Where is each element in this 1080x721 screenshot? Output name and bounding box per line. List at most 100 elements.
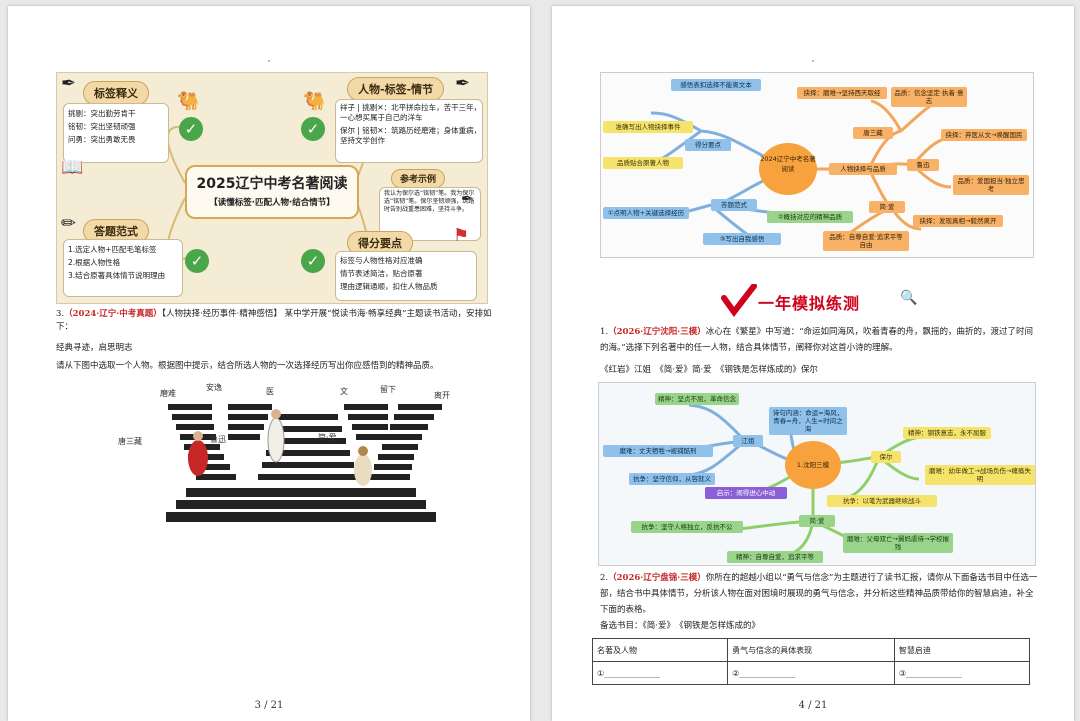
map2-node: 磨难：幼年做工→战场负伤→瘫痪失明 (925, 465, 1035, 485)
tag-def-item: 挑剔：突出勤劳肯干 (68, 109, 136, 118)
question-3-line3: 请从下图中选取一个人物。根据图中提示，结合所选人物的一次选择经历写出你应感悟到的… (56, 361, 439, 371)
stair-label: 医 (266, 387, 274, 396)
person-plot-item: 祥子 | 挑剔✕：北平拼命拉车，苦干三年，一心想买属于自己的洋车 (340, 103, 482, 122)
map2-node: 抗争：坚守信仰，从容就义 (629, 473, 715, 485)
brush-icon: ✒ (461, 191, 473, 207)
stair-label: 离开 (434, 391, 450, 400)
mindmap-2-hub: 1.沈阳三模 (785, 441, 841, 489)
section-title: 一年模拟练测 (758, 294, 861, 313)
section-banner: 一年模拟练测 🔍 (720, 284, 920, 318)
map1-node: 抉择：磨难→坚持西天取经 (797, 87, 887, 99)
map1-node: ②概括对应的精神品质 (767, 211, 853, 223)
question-2-books: 备选书目：《简·爱》 《钢铁是怎样炼成的》 (600, 621, 760, 631)
tag-def-item: 问勇：突出勇敢无畏 (68, 135, 136, 144)
table-header-row: 名著及人物 勇气与信念的具体表现 智慧启迪 (591, 638, 1031, 662)
infographic-title-box: 2025辽宁中考名著阅读 【读懂标签·匹配人物·结合情节】 (185, 165, 359, 219)
page-3: 标签释义 挑剔：突出勤劳肯干 铭韧：突出坚韧顽强 问勇：突出勇敢无畏 ✒ 📖 🐫… (8, 6, 530, 721)
question-text: 冰心在《繁星》中写道：“命运如同海风，吹着青春的舟，飘摇的，曲折的，渡过了时间的… (600, 327, 1034, 353)
question-source: （2026·辽宁盘锦·三模） (608, 573, 706, 583)
infographic-subtitle: 【读懂标签·匹配人物·结合情节】 (209, 198, 335, 208)
mindmap-1: 2024辽宁中考名著阅读 感悟表扣选择不能离文本 得分要点 准确写出人物抉择事件… (600, 72, 1034, 258)
question-3-line2: 经典寻迹，启思明志 (56, 343, 133, 353)
map1-node: 品质：信念坚定·执着·意志 (891, 87, 967, 107)
check-icon: ✓ (301, 117, 325, 141)
book-icon: 📖 (61, 157, 84, 178)
question-tags: 【人物抉择·经历事件·精神感悟】 (161, 309, 282, 319)
person-plot-item: 保尔 | 铭韧✕：筑路历经磨难；身体重病，坚持文学创作 (340, 126, 482, 145)
stair-label: 留下 (380, 385, 396, 394)
table-row: ①______________ ②______________ ③_______… (591, 661, 1031, 685)
map2-node: 诗句内涵：命运=海风，青春=舟，人生=时间之海 (769, 407, 847, 435)
question-intro: 某中学开展“悦读书海·畅享经典”主题读书活动，安排如下： (56, 309, 492, 332)
infographic-title: 2025辽宁中考名著阅读 (196, 176, 348, 192)
map1-node: 简·爱 (869, 201, 905, 213)
check-icon: ✓ (185, 249, 209, 273)
brush-icon: ✒ (61, 73, 77, 94)
flag-icon: ⚑ (453, 225, 470, 246)
person-name: 唐三藏 (118, 437, 142, 446)
answer-blank[interactable]: ②______________ (727, 661, 895, 685)
table-header: 智慧启迪 (893, 638, 1031, 662)
score-box: 标签与人物性格对应准确 情节表述简洁，贴合原著 理由逻辑通顺，扣住人物品质 (335, 251, 477, 301)
map1-node: 唐三藏 (853, 127, 893, 139)
map1-node: 品质：自尊自爱·追求平等自由 (823, 231, 909, 251)
question-3-line1: 3.（2024·辽宁·中考真题）【人物抉择·经历事件·精神感悟】 某中学开展“悦… (56, 308, 496, 334)
document-search-icon: 🔍 (900, 290, 918, 306)
map1-node: 抉择：弃医从文→唤醒国民 (941, 129, 1027, 141)
infographic: 标签释义 挑剔：突出勤劳肯干 铭韧：突出坚韧顽强 问勇：突出勇敢无畏 ✒ 📖 🐫… (56, 72, 488, 304)
example-box: 我认为保尔选“铭韧”笔。我为保尔选“铭韧”笔。保尔坚韧顽强，筑路时告别战重患困难… (379, 187, 481, 241)
answer-form-item: 2.根据人物性格 (68, 258, 121, 267)
check-icon: ✓ (301, 249, 325, 273)
check-mark-icon (721, 284, 757, 318)
map2-node: 抗争：以笔为武器继续战斗 (827, 495, 937, 507)
answer-blank[interactable]: ③______________ (893, 661, 1031, 685)
map2-node: 磨难：丈夫牺牲→被捕酷刑 (603, 445, 713, 457)
map2-node: 江姐 (733, 435, 763, 447)
stair-label: 文 (340, 387, 348, 396)
map1-node: 品质贴合原著人物 (603, 157, 683, 169)
map2-node: 启示：闹得进心中动 (705, 487, 787, 499)
brush-icon: ✒ (455, 73, 471, 94)
map2-node: 精神：自尊自爱，追求平等 (727, 551, 823, 563)
answer-blank[interactable]: ①______________ (591, 661, 729, 685)
map1-node: 准确写出人物抉择事件 (603, 121, 693, 133)
table-header: 名著及人物 (591, 638, 729, 662)
camel-icon: 🐫 (177, 91, 200, 112)
map2-node: 精神：坚贞不屈，革命信念 (655, 393, 739, 405)
question-number: 3. (56, 309, 65, 319)
map1-node: ①点明人物+关键选择经历 (603, 207, 689, 219)
answer-form-item: 1.选定人物+匹配毛笔标签 (68, 245, 157, 254)
map2-node: 精神：钢铁意志，永不屈服 (903, 427, 991, 439)
map1-node: 得分要点 (685, 139, 731, 151)
question-1-options: 《红岩》江姐 《简·爱》简·爱 《钢铁是怎样炼成的》保尔 (600, 365, 818, 375)
tag-def-box: 挑剔：突出勤劳肯干 铭韧：突出坚韧顽强 问勇：突出勇敢无畏 (63, 103, 169, 163)
camel-icon: 🐫 (303, 91, 326, 112)
map2-node: 简·爱 (799, 515, 835, 527)
person-plot-box: 祥子 | 挑剔✕：北平拼命拉车，苦干三年，一心想买属于自己的洋车 保尔 | 铭韧… (335, 99, 483, 163)
map1-node: 人物抉择与品质 (829, 163, 897, 175)
score-item: 标签与人物性格对应准确 (340, 256, 423, 265)
stairs-drawing (166, 404, 442, 522)
map2-node: 磨难：父母双亡→舅妈虐待→学校摧残 (843, 533, 953, 553)
map1-node: 答题范式 (711, 199, 757, 211)
tag-def-item: 铭韧：突出坚韧顽强 (68, 122, 136, 131)
answer-form-heading: 答题范式 (83, 219, 149, 243)
question-number: 2. (600, 573, 609, 583)
page-number: 4 / 21 (798, 700, 828, 711)
question-source: （2024·辽宁·中考真题） (64, 309, 162, 319)
question-number: 1. (600, 327, 609, 337)
stair-label: 磨难 (160, 389, 176, 398)
score-item: 情节表述简洁，贴合原著 (340, 269, 423, 278)
question-source: （2026·辽宁沈阳·三模） (608, 327, 706, 337)
mindmap-2: 1.沈阳三模 精神：坚贞不屈，革命信念 诗句内涵：命运=海风，青春=舟，人生=时… (598, 382, 1036, 566)
page-mark (812, 60, 814, 62)
example-heading: 参考示例 (391, 169, 446, 188)
score-item: 理由逻辑通顺，扣住人物品质 (340, 282, 438, 291)
map1-node: ③写出自我感悟 (703, 233, 781, 245)
page-4: 2024辽宁中考名著阅读 感悟表扣选择不能离文本 得分要点 准确写出人物抉择事件… (552, 6, 1074, 721)
map1-node: 感悟表扣选择不能离文本 (671, 79, 761, 91)
question-2: 2.（2026·辽宁盘锦·三模）你所在的超越小组以“勇气与信念”为主题进行了读书… (600, 570, 1040, 618)
stair-label: 安逸 (206, 383, 222, 392)
map1-node: 鲁迅 (907, 159, 939, 171)
question-1: 1.（2026·辽宁沈阳·三模）冰心在《繁星》中写道：“命运如同海风，吹着青春的… (600, 324, 1040, 356)
